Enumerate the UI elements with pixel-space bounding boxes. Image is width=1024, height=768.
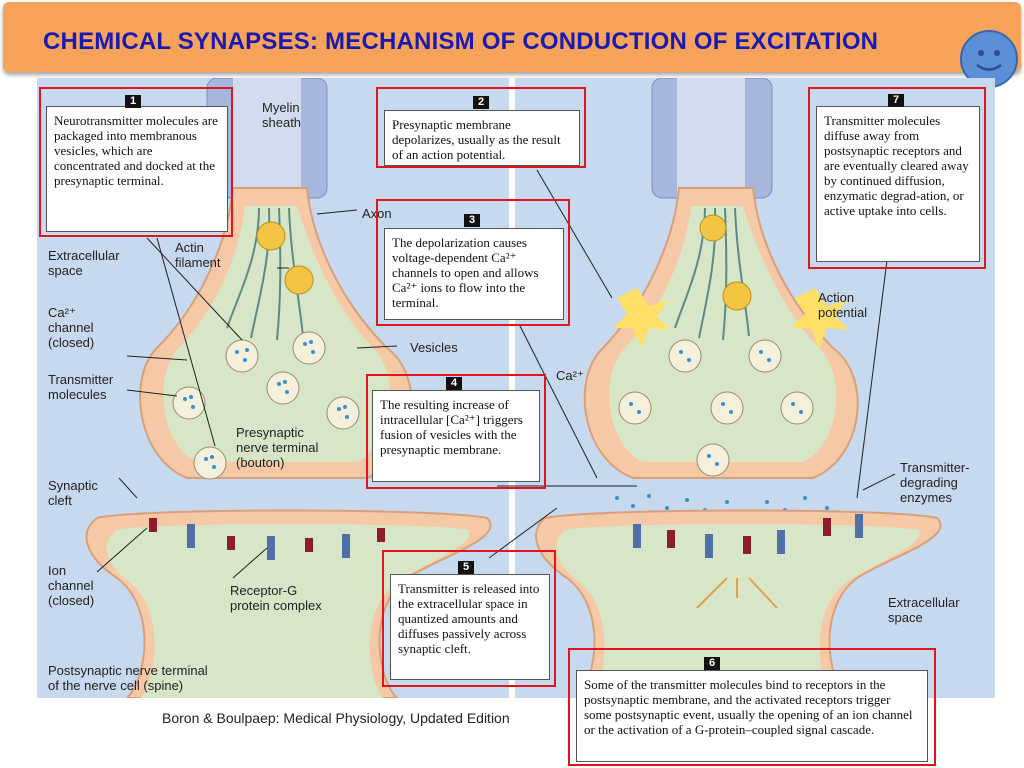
left-axon — [206, 78, 328, 208]
step-2-box: Presynaptic membrane depolarizes, usuall… — [384, 110, 580, 166]
smiley-icon — [960, 30, 1018, 88]
label-synaptic-cleft: Synaptic cleft — [48, 478, 98, 508]
right-axon — [651, 78, 773, 208]
slide-title: CHEMICAL SYNAPSES: MECHANISM OF CONDUCTI… — [43, 28, 879, 55]
step-1-highlight — [39, 87, 233, 237]
step-1-box: Neurotransmitter molecules are packaged … — [46, 106, 228, 232]
action-potential-flash — [613, 288, 849, 348]
label-presynaptic-terminal: Presynaptic nerve terminal (bouton) — [236, 425, 319, 470]
label-receptor-g-protein: Receptor-G protein complex — [230, 583, 322, 613]
step-7-box: Transmitter molecules diffuse away from … — [816, 106, 980, 262]
step-4-highlight — [366, 374, 546, 489]
title-bar: CHEMICAL SYNAPSES: MECHANISM OF CONDUCTI… — [3, 2, 1021, 72]
label-extracellular-space-right: Extracellular space — [888, 595, 960, 625]
step-5-text: Transmitter is released into the extrace… — [398, 581, 540, 656]
label-ca-ion: Ca²⁺ — [556, 368, 584, 383]
step-1-number: 1 — [125, 95, 141, 108]
label-actin-filament: Actin filament — [175, 240, 221, 270]
label-vesicles: Vesicles — [410, 340, 458, 355]
step-7-number: 7 — [888, 94, 904, 107]
right-postsynaptic-spine — [535, 509, 942, 698]
step-3-box: The depolarization causes voltage-depend… — [384, 228, 564, 320]
step-6-text: Some of the transmitter molecules bind t… — [584, 677, 913, 737]
label-postsynaptic-terminal: Postsynaptic nerve terminal of the nerve… — [48, 663, 208, 693]
source-credit: Boron & Boulpaep: Medical Physiology, Up… — [162, 710, 510, 726]
label-ca-channel: Ca²⁺ channel (closed) — [48, 305, 95, 350]
step-7-text: Transmitter molecules diffuse away from … — [824, 113, 969, 218]
step-7-highlight — [808, 87, 986, 269]
step-4-number: 4 — [446, 377, 462, 390]
left-presynaptic-bouton — [139, 187, 413, 480]
step-3-text: The depolarization causes voltage-depend… — [392, 235, 539, 310]
step-3-highlight — [376, 199, 570, 326]
step-4-text: The resulting increase of intracellular … — [380, 397, 523, 457]
label-ion-channel: Ion channel (closed) — [48, 563, 95, 608]
right-presynaptic-bouton — [583, 187, 859, 514]
left-postsynaptic-spine — [85, 509, 492, 698]
step-5-box: Transmitter is released into the extrace… — [390, 574, 550, 680]
label-transmitter-degrading-enzymes: Transmitter- degrading enzymes — [900, 460, 970, 505]
step-3-number: 3 — [464, 214, 480, 227]
step-2-highlight — [376, 87, 586, 168]
step-6-box: Some of the transmitter molecules bind t… — [576, 670, 928, 762]
label-extracellular-space-left: Extracellular space — [48, 248, 120, 278]
label-action-potential: Action potential — [818, 290, 868, 320]
step-2-number: 2 — [473, 96, 489, 109]
label-myelin-sheath: Myelin sheath — [262, 100, 302, 130]
step-6-number: 6 — [704, 657, 720, 670]
step-5-highlight — [382, 550, 556, 687]
step-5-number: 5 — [458, 561, 474, 574]
label-transmitter-molecules: Transmitter molecules — [48, 372, 114, 402]
step-6-highlight — [568, 648, 936, 766]
step-2-text: Presynaptic membrane depolarizes, usuall… — [392, 117, 561, 162]
step-1-text: Neurotransmitter molecules are packaged … — [54, 113, 218, 188]
step-4-box: The resulting increase of intracellular … — [372, 390, 540, 482]
